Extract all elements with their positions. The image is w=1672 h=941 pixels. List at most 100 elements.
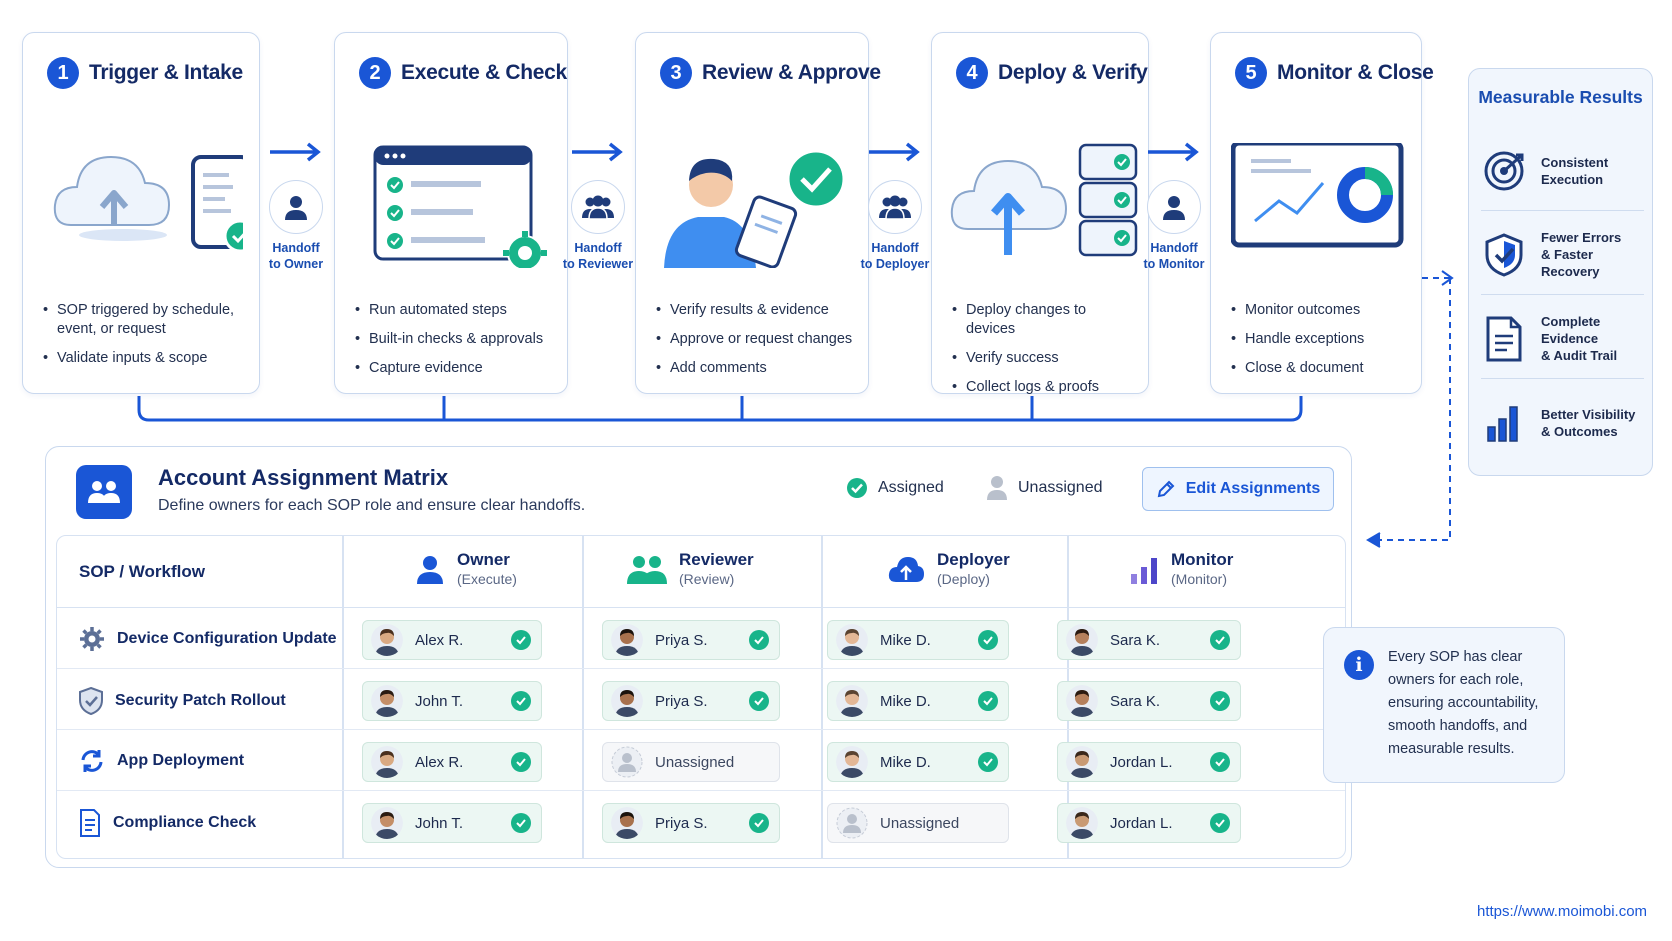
footer-url[interactable]: https://www.moimobi.com xyxy=(1477,903,1648,920)
assignee-cell[interactable]: John T. xyxy=(362,803,542,843)
row-label: Compliance Check xyxy=(79,809,256,837)
matrix-title: Account Assignment Matrix xyxy=(158,465,449,490)
edit-assignments-button[interactable]: Edit Assignments xyxy=(1142,467,1334,511)
assignee-cell[interactable]: Alex R. xyxy=(362,620,542,660)
group-icon xyxy=(868,180,922,234)
avatar xyxy=(836,624,868,656)
stage-number: 5 xyxy=(1235,57,1267,89)
assignee-name: Jordan L. xyxy=(1110,814,1173,832)
bullet: Collect logs & proofs xyxy=(952,378,1136,397)
avatar xyxy=(1066,807,1098,839)
stage-card-execute-check: 2 Execute & Check Run automated steps Bu… xyxy=(334,32,568,394)
assignment-table: SOP / Workflow Owner(Execute) Reviewer(R… xyxy=(56,535,1346,859)
bar-chart-icon xyxy=(1481,400,1527,446)
check-circle-icon xyxy=(511,752,531,772)
assignee-name: Unassigned xyxy=(655,753,735,771)
arrow-right-icon xyxy=(869,142,920,162)
stage-bullets: Deploy changes to devices Verify success… xyxy=(952,301,1136,407)
edit-assignments-label: Edit Assignments xyxy=(1185,480,1321,497)
monitor-dashboard-illustration xyxy=(1231,143,1404,248)
stage-card-review-approve: 3 Review & Approve Verify results & evid… xyxy=(635,32,881,394)
assignee-cell[interactable]: Sara K. xyxy=(1057,681,1241,721)
group-icon xyxy=(571,180,625,234)
assignee-cell[interactable]: John T. xyxy=(362,681,542,721)
matrix-subtitle: Define owners for each SOP role and ensu… xyxy=(158,497,586,514)
check-circle-icon xyxy=(1210,752,1230,772)
refresh-icon xyxy=(79,748,105,774)
gear-icon xyxy=(79,626,105,652)
check-circle-icon xyxy=(749,630,769,650)
avatar xyxy=(371,746,403,778)
assignee-cell[interactable]: Mike D. xyxy=(827,742,1009,782)
bullet: Run automated steps xyxy=(355,301,555,320)
check-circle-icon xyxy=(1210,630,1230,650)
table-header: SOP / Workflow Owner(Execute) Reviewer(R… xyxy=(57,536,1345,608)
stage-card-trigger-intake: 1 Trigger & Intake SOP triggered by sche… xyxy=(22,32,260,394)
assignee-cell[interactable]: Jordan L. xyxy=(1057,742,1241,782)
handoff-label: Handoff xyxy=(1150,241,1198,255)
assignee-name: John T. xyxy=(415,814,464,832)
result-item: Complete Evidence & Audit Trail xyxy=(1481,299,1644,379)
check-circle-icon xyxy=(511,691,531,711)
assignee-cell[interactable]: Priya S. xyxy=(602,681,780,721)
bullet: Close & document xyxy=(1231,359,1409,378)
column-sub: (Monitor) xyxy=(1171,571,1228,587)
assignee-cell[interactable]: Jordan L. xyxy=(1057,803,1241,843)
stage-number: 2 xyxy=(359,57,391,89)
result-text: Complete Evidence & Audit Trail xyxy=(1541,314,1618,363)
assignee-name: Unassigned xyxy=(880,814,960,832)
result-item: Better Visibility & Outcomes xyxy=(1481,383,1644,463)
handoff-label: to Monitor xyxy=(1143,257,1205,271)
assignee-cell[interactable]: Priya S. xyxy=(602,620,780,660)
bullet: Approve or request changes xyxy=(656,330,856,349)
assignee-cell[interactable]: Sara K. xyxy=(1057,620,1241,660)
handoff-to-monitor: Handoff to Monitor xyxy=(1134,140,1214,272)
person-icon xyxy=(1147,180,1201,234)
column-header-reviewer: Reviewer(Review) xyxy=(627,550,754,588)
stage-title: Monitor & Close xyxy=(1277,61,1434,84)
result-item: Fewer Errors & Faster Recovery xyxy=(1481,215,1644,295)
bullet: Add comments xyxy=(656,359,856,378)
info-icon: i xyxy=(1344,650,1374,680)
check-circle-icon xyxy=(749,691,769,711)
assignee-cell[interactable]: Alex R. xyxy=(362,742,542,782)
check-circle-icon xyxy=(749,813,769,833)
handoff-label: to Deployer xyxy=(860,257,930,271)
person-tablet-approval-illustration xyxy=(664,149,846,268)
avatar xyxy=(611,685,643,717)
stage-title: Deploy & Verify xyxy=(998,61,1148,84)
column-header-deployer: Deployer(Deploy) xyxy=(887,550,1010,588)
bullet: Validate inputs & scope xyxy=(43,349,247,368)
stage-bullets: SOP triggered by schedule, event, or req… xyxy=(43,301,247,378)
stage-title: Trigger & Intake xyxy=(89,61,243,84)
stage-number: 1 xyxy=(47,57,79,89)
assignee-cell[interactable]: Priya S. xyxy=(602,803,780,843)
placeholder-avatar-icon xyxy=(836,807,868,839)
result-item: Consistent Execution xyxy=(1481,131,1644,211)
column-header-owner: Owner(Execute) xyxy=(415,550,517,588)
column-name: Monitor xyxy=(1171,550,1234,569)
person-blue-icon xyxy=(417,556,443,584)
assignee-cell[interactable]: Mike D. xyxy=(827,620,1009,660)
bullet: Capture evidence xyxy=(355,359,555,378)
assignee-name: Alex R. xyxy=(415,631,464,649)
table-row: Compliance Check John T. Priya S. Unassigne… xyxy=(57,791,1345,852)
workflow-name: Device Configuration Update xyxy=(117,630,337,647)
cloud-upload-phone-illustration xyxy=(53,155,243,253)
bullet: SOP triggered by schedule, event, or req… xyxy=(43,301,247,339)
column-name: Reviewer xyxy=(679,550,754,569)
check-circle-icon xyxy=(1210,691,1230,711)
unassigned-cell[interactable]: Unassigned xyxy=(827,803,1009,843)
unassigned-cell[interactable]: Unassigned xyxy=(602,742,780,782)
check-circle-icon xyxy=(978,752,998,772)
assignee-cell[interactable]: Mike D. xyxy=(827,681,1009,721)
stage-bullets: Verify results & evidence Approve or req… xyxy=(656,301,856,388)
assignee-name: Alex R. xyxy=(415,753,464,771)
avatar xyxy=(371,624,403,656)
avatar xyxy=(836,685,868,717)
legend-unassigned-label: Unassigned xyxy=(1018,479,1103,496)
row-label: Security Patch Rollout xyxy=(79,687,286,715)
column-sub: (Deploy) xyxy=(937,571,990,587)
assignee-name: John T. xyxy=(415,692,464,710)
